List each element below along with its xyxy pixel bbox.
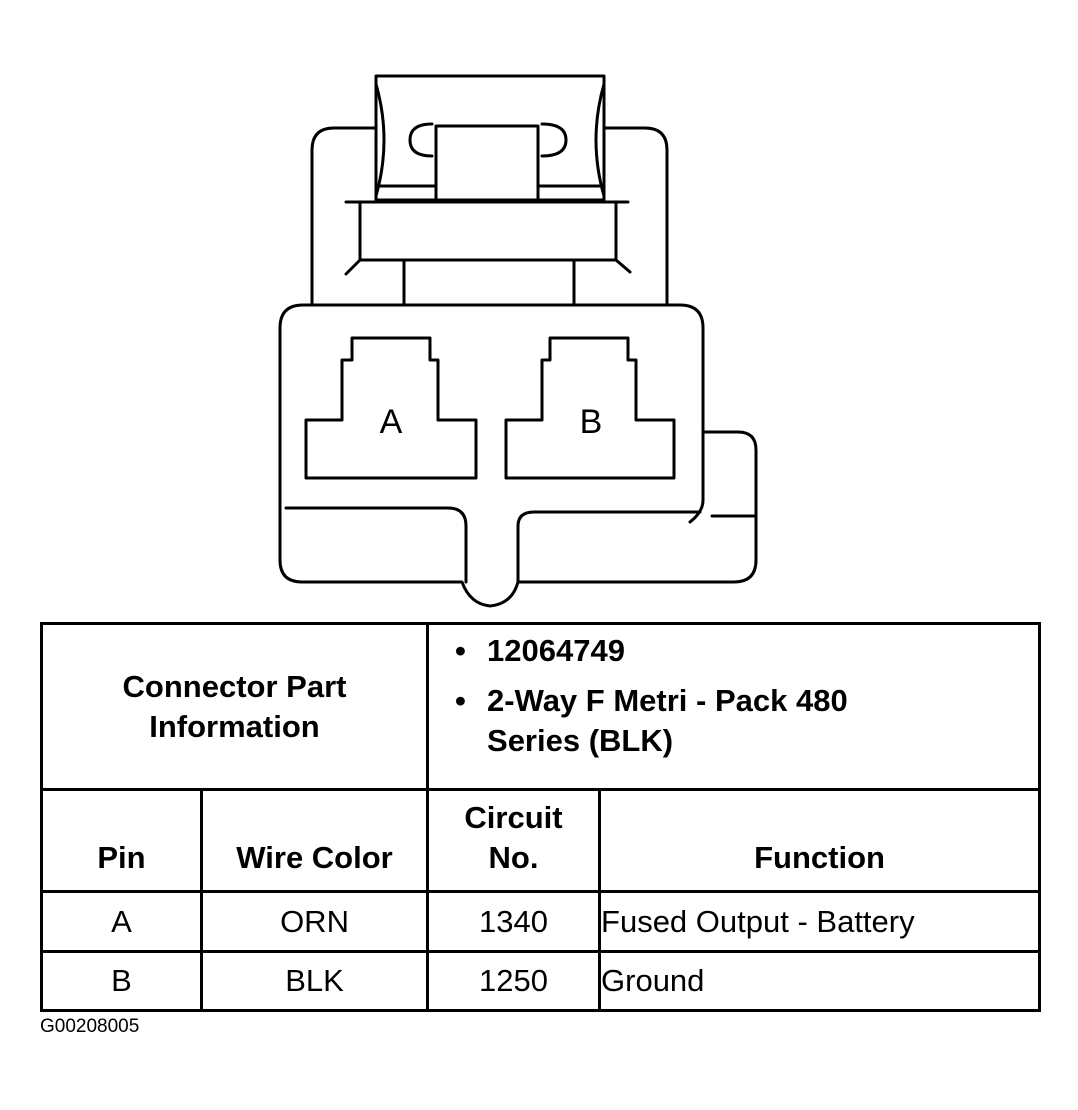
connector-diagram: A B: [278, 74, 758, 608]
row-b-circuit: 1250: [426, 950, 602, 1012]
header-function: Function: [598, 788, 1042, 893]
bullet-icon: •: [455, 683, 466, 718]
header-wire-color: Wire Color: [199, 788, 430, 893]
row-a-circuit: 1340: [426, 890, 602, 953]
bullet-icon: •: [455, 633, 466, 668]
part-info-label-cell: Connector Part Information: [39, 622, 430, 791]
part-info-label: Connector Part Information: [43, 667, 426, 747]
connector-latch: [310, 74, 669, 307]
header-circuit-line2: No.: [488, 840, 539, 875]
part-info-values-cell: • 12064749 • 2-Way F Metri - Pack 480 Se…: [426, 622, 1042, 791]
pin-cavity-b: [504, 336, 676, 480]
part-info-label-line2: Information: [149, 708, 320, 744]
table-row: B BLK 1250 Ground: [40, 950, 1042, 1012]
header-circuit-no: Circuit No.: [426, 788, 602, 893]
row-a-pin: A: [40, 890, 203, 953]
part-info-row: Connector Part Information • 12064749 • …: [39, 622, 1042, 791]
pin-cavity-a: [304, 336, 478, 480]
row-a-wire-color: ORN: [199, 890, 430, 953]
connector-type-line2: Series (BLK): [487, 723, 674, 758]
connector-type-item: • 2-Way F Metri - Pack 480 Series (BLK): [455, 681, 1038, 761]
connector-info-table: Connector Part Information • 12064749 • …: [39, 622, 1042, 1012]
row-b-wire-color: BLK: [199, 950, 430, 1012]
connector-type-line1: 2-Way F Metri - Pack 480: [487, 683, 848, 718]
pin-label-a: A: [380, 403, 403, 441]
pin-label-b: B: [580, 403, 603, 441]
row-b-pin: B: [40, 950, 203, 1012]
connector-body: [278, 303, 758, 608]
table-row: A ORN 1340 Fused Output - Battery: [40, 890, 1042, 953]
part-info-label-line1: Connector Part: [122, 668, 347, 704]
header-pin: Pin: [40, 788, 203, 893]
header-circuit-line1: Circuit: [464, 800, 563, 835]
part-info-list: • 12064749 • 2-Way F Metri - Pack 480 Se…: [429, 625, 1038, 761]
header-row: Pin Wire Color Circuit No. Function: [40, 788, 1042, 893]
part-number-item: • 12064749: [455, 631, 1038, 671]
figure-id: G00208005: [40, 1016, 140, 1037]
row-b-function: Ground: [598, 950, 1042, 1012]
part-number: 12064749: [487, 633, 625, 668]
row-a-function: Fused Output - Battery: [598, 890, 1042, 953]
